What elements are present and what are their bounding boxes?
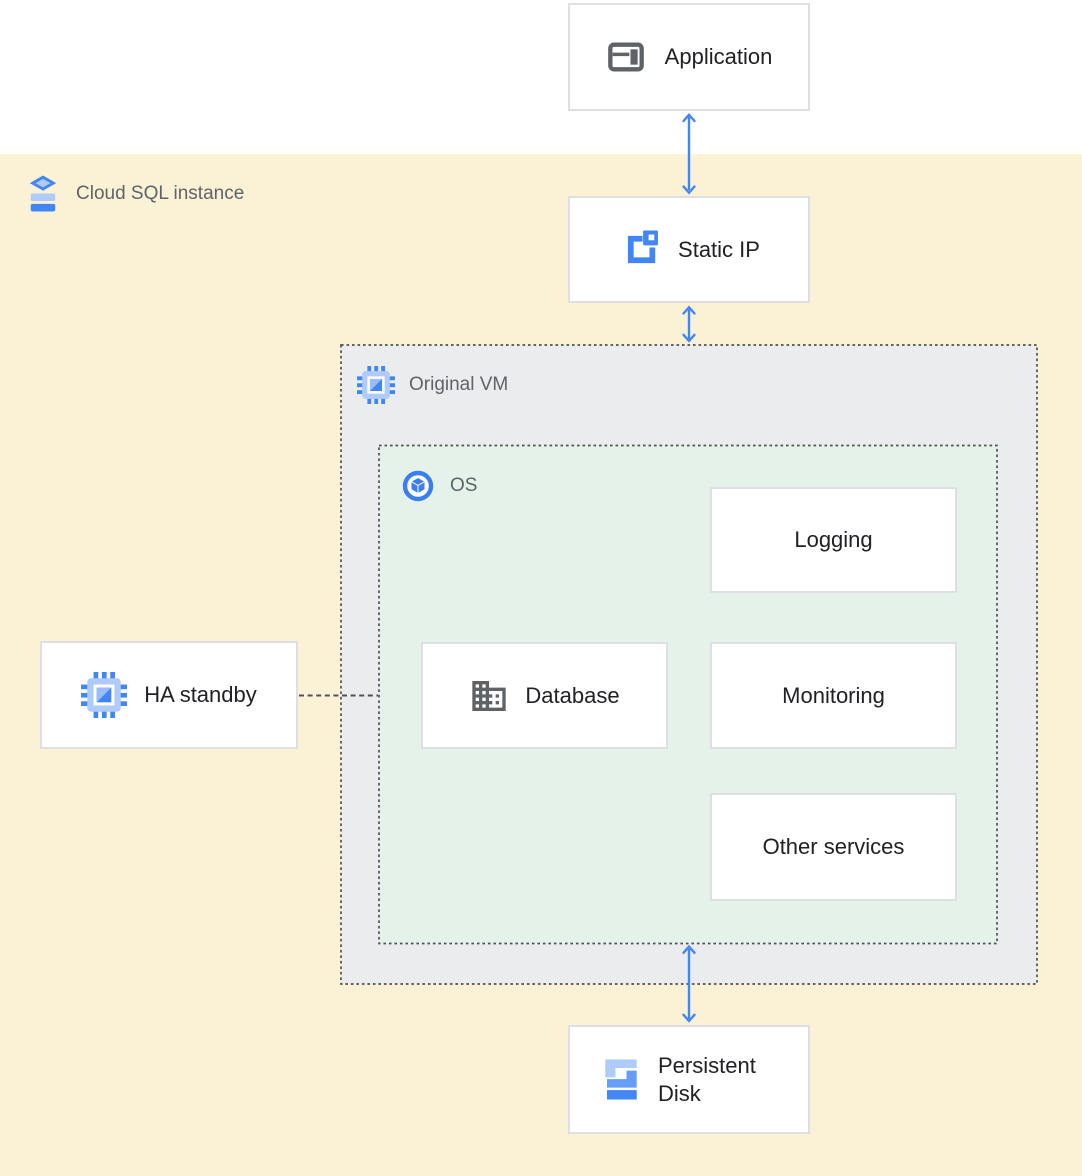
web-app-icon <box>607 42 644 72</box>
ha-standby-label: HA standby <box>144 682 257 707</box>
application-label: Application <box>664 44 773 69</box>
os-label: OS <box>401 469 477 503</box>
persistent-disk-label: Persistent Disk <box>658 1052 756 1106</box>
building-icon <box>472 680 507 711</box>
application-node: Application <box>568 3 810 111</box>
logging-label: Logging <box>794 527 873 552</box>
monitoring-node: Monitoring <box>710 642 957 749</box>
compute-engine-icon <box>81 672 128 718</box>
external-ip-icon <box>627 230 659 264</box>
cloud-sql-label-text: Cloud SQL instance <box>76 182 245 204</box>
static-ip-node: Static IP <box>568 196 810 303</box>
static-ip-label: Static IP <box>678 236 760 262</box>
compute-engine-icon <box>357 366 395 404</box>
original-vm-label: Original VM <box>357 366 508 404</box>
original-vm-label-text: Original VM <box>409 374 509 395</box>
logging-node: Logging <box>710 487 957 593</box>
persistent-disk-icon <box>605 1059 637 1100</box>
os-label-text: OS <box>450 475 478 496</box>
cloud-sql-icon <box>29 175 57 212</box>
persistent-disk-node: Persistent Disk <box>568 1025 810 1134</box>
database-node: Database <box>421 642 668 749</box>
other-services-label: Other services <box>762 834 905 859</box>
os-icon <box>402 470 434 502</box>
other-services-node: Other services <box>710 793 957 901</box>
ha-standby-node: HA standby <box>40 641 298 749</box>
database-label: Database <box>525 682 620 708</box>
cloud-sql-label: Cloud SQL instance <box>26 174 244 213</box>
monitoring-label: Monitoring <box>782 682 885 708</box>
